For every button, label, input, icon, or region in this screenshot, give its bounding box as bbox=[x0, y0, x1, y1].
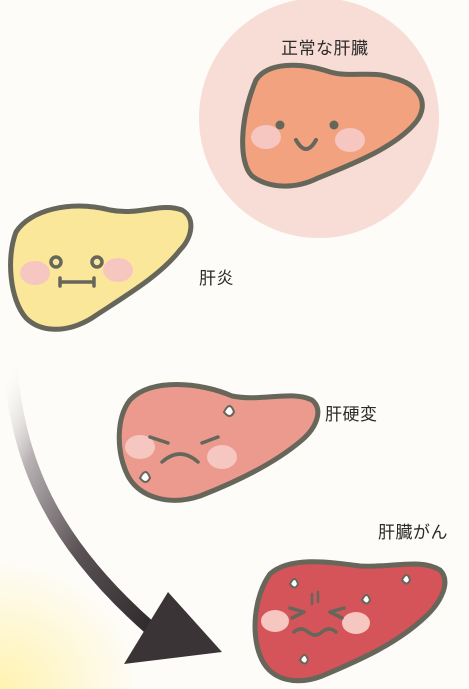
label-hepatitis: 肝炎 bbox=[199, 269, 234, 289]
normal-liver-icon bbox=[240, 62, 425, 189]
suffering-liver-icon bbox=[252, 559, 448, 684]
label-liver-cancer: 肝臓がん bbox=[378, 523, 448, 543]
cirrhosis-liver-icon bbox=[116, 382, 321, 503]
label-cirrhosis: 肝硬変 bbox=[325, 405, 378, 425]
curved-arrow-icon bbox=[3, 357, 222, 664]
label-normal-liver: 正常な肝臓 bbox=[281, 39, 369, 59]
hepatitis-liver-icon bbox=[8, 203, 194, 332]
corner-glow bbox=[0, 560, 140, 689]
